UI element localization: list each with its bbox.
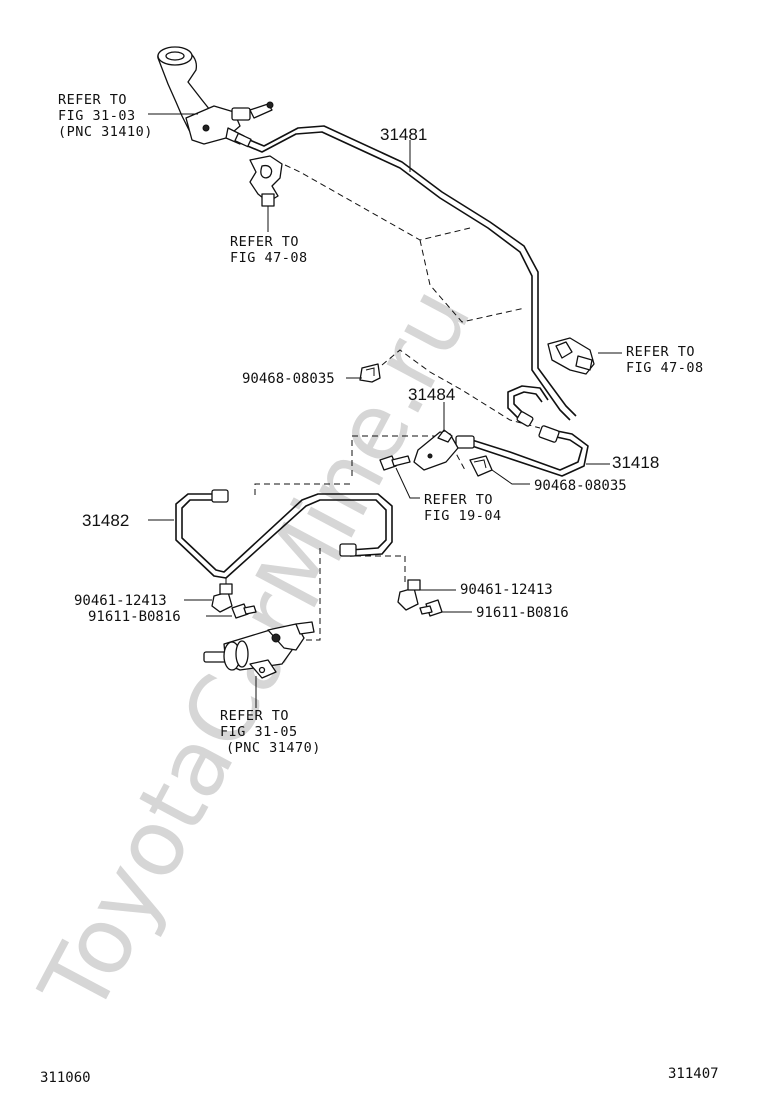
bolt-91611-left[interactable] [231,603,257,619]
svg-text:REFER TO: REFER TO [626,344,695,360]
pipe-clamp-right[interactable] [547,337,595,375]
bolt-91611-right[interactable] [419,599,443,617]
label-91611-right: 91611-B0816 [476,605,569,621]
label-90461-right: 90461-12413 [460,582,553,598]
svg-text:REFER TO: REFER TO [230,234,299,250]
label-90468-lower: 90468-08035 [534,478,627,494]
svg-text:REFER TO: REFER TO [58,92,127,108]
clamp-90461-left[interactable] [211,583,233,613]
label-31481: 31481 [380,125,427,144]
svg-text:FIG 19-04: FIG 19-04 [424,508,502,524]
label-90461-left: 90461-12413 [74,593,167,609]
bracket-31484[interactable] [413,429,459,471]
label-31418: 31418 [612,453,659,472]
svg-text:REFER TO: REFER TO [424,492,493,508]
svg-text:(PNC 31410): (PNC 31410) [58,124,153,140]
svg-text:FIG 31-03: FIG 31-03 [58,108,136,124]
bolt-bracket[interactable] [379,455,411,471]
footer-code-left: 311060 [40,1070,91,1086]
ref-master-cylinder: REFER TO FIG 31-03 (PNC 31410) [58,92,153,140]
svg-text:FIG 47-08: FIG 47-08 [230,250,308,266]
ref-clamp-right: REFER TO FIG 47-08 [626,344,704,376]
clutch-release-cylinder[interactable] [203,621,315,679]
ref-release-cylinder: REFER TO FIG 31-05 (PNC 31470) [220,708,321,756]
ref-bracket: REFER TO FIG 19-04 [424,492,502,524]
svg-text:FIG 31-05: FIG 31-05 [220,724,298,740]
clamp-90461-right[interactable] [397,579,421,611]
clutch-pipe-31482[interactable] [175,489,393,579]
clutch-pipe-31481[interactable] [234,125,577,421]
label-31482: 31482 [82,511,129,530]
clutch-master-cylinder[interactable] [157,46,274,145]
label-91611-left: 91611-B0816 [88,609,181,625]
pipe-clamp-top[interactable] [249,155,283,207]
footer-code-right: 311407 [668,1066,719,1082]
clip-90468-lower[interactable] [469,455,493,477]
svg-text:REFER TO: REFER TO [220,708,289,724]
label-31484: 31484 [408,385,455,404]
leader-lines [148,113,622,708]
flexible-hose-31418[interactable] [455,385,589,477]
svg-text:FIG 47-08: FIG 47-08 [626,360,704,376]
svg-text:(PNC 31470): (PNC 31470) [226,740,321,756]
ref-clamp-top: REFER TO FIG 47-08 [230,234,308,266]
label-90468-upper: 90468-08035 [242,371,335,387]
